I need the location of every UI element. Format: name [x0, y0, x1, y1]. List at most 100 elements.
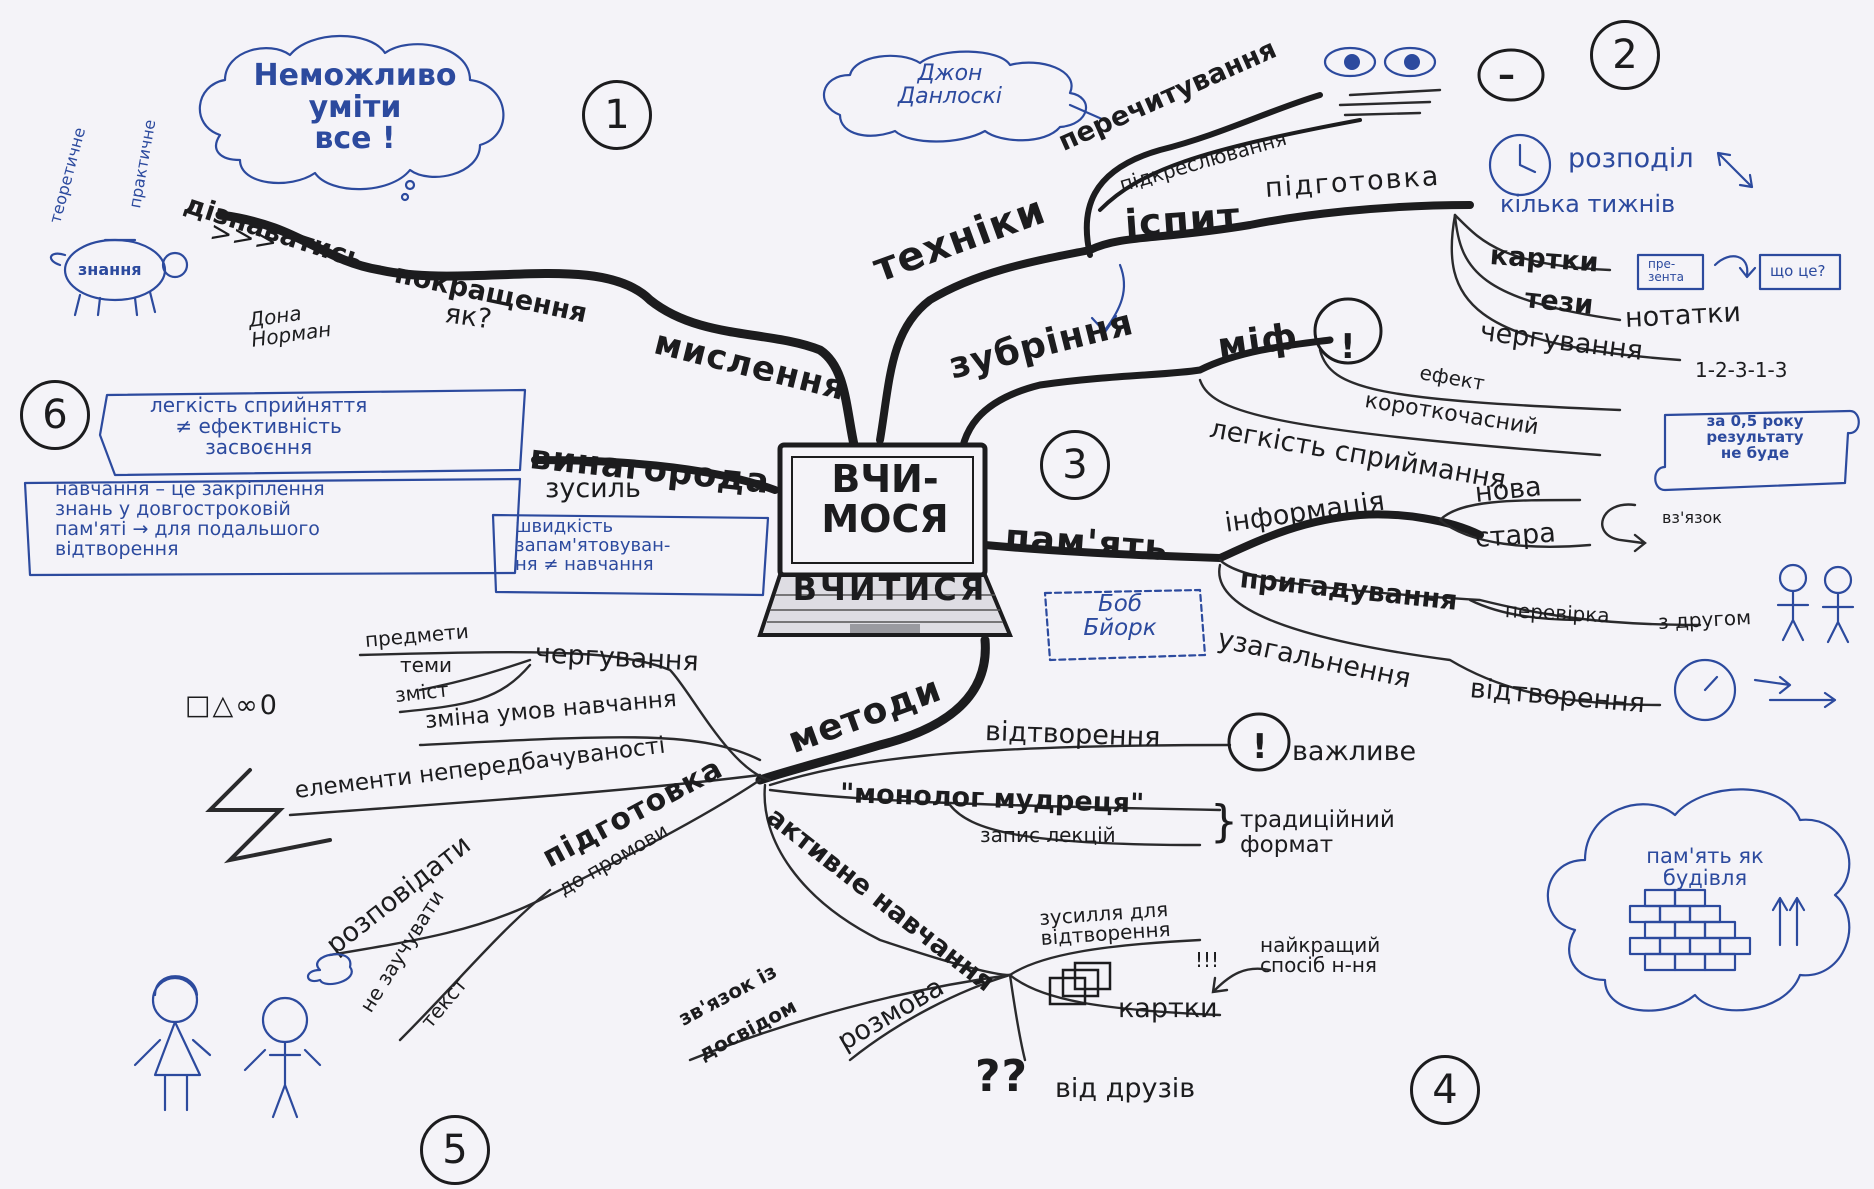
sub-prep-alternation [1450, 213, 1682, 362]
label-sequence: 1-2-3-1-3 [1695, 358, 1788, 382]
label-link: вз'язок [1662, 508, 1722, 527]
label-distribution: розподіл [1568, 143, 1694, 174]
label-scroll-note: за 0,5 року результату не буде [1706, 412, 1804, 462]
section-number-5: 5 [420, 1115, 490, 1185]
cloud-bottom-right-shape [1546, 788, 1851, 1012]
flashcards-icon [1636, 253, 1842, 291]
label-friends: від друзів [1055, 1073, 1196, 1104]
piggy-bank-icon [49, 238, 189, 317]
sub-prep-theses [1453, 213, 1622, 322]
cards-stack-icon [1048, 961, 1112, 1006]
sub-friends [1008, 973, 1027, 1062]
label-topics: теми [400, 653, 453, 677]
label-reproduction: відтворення [984, 716, 1161, 754]
label-how: як? [442, 298, 494, 336]
important-circle-icon [1227, 712, 1291, 772]
clock-icon [1488, 133, 1552, 197]
label-lecture: запис лекцій [980, 823, 1116, 847]
sub-myth-effect [1318, 348, 1622, 412]
label-important: важливе [1292, 736, 1417, 767]
loop-arrow-icon [1601, 503, 1647, 553]
label-minus: – [1498, 55, 1516, 95]
branch-underline [1098, 118, 1362, 212]
center-title-line2: МОСЯ [821, 496, 949, 541]
diagonal-arrow-icon [1716, 151, 1754, 189]
sub-generalize [1218, 563, 1662, 707]
label-card-back: що це? [1770, 262, 1826, 280]
sub-recall [1218, 558, 1702, 627]
center-title: ВЧИ- МОСЯ [790, 457, 980, 541]
cloud-top-center-shape [822, 50, 1110, 143]
scroll-note-icon [1654, 409, 1860, 492]
cloud-bottom-right-text: пам'ять як будівля [1646, 844, 1764, 891]
sub-info-new [1438, 498, 1582, 522]
label-theses: тези [1523, 283, 1595, 322]
sub-content [398, 663, 532, 714]
curved-arrow-icon [1211, 967, 1272, 994]
sub-monologue [768, 788, 1222, 812]
label-active-cards: картки [1118, 993, 1218, 1024]
label-new: нова [1473, 471, 1543, 509]
sub-unpredictable [288, 773, 762, 817]
laptop-icon [757, 442, 1013, 637]
branch-methods [755, 635, 990, 785]
sub-check [1468, 598, 1582, 622]
arrow-techniques-cramming-head [1090, 314, 1118, 334]
note-ease-vs-efficiency: легкість сприйняття ≠ ефективність засво… [150, 393, 368, 459]
sub-topics [418, 658, 532, 692]
label-cards: картки [1488, 240, 1600, 279]
section-number-3: 3 [1040, 430, 1110, 500]
branch-reward [531, 456, 779, 494]
label-important-exclaim: ! [1252, 727, 1269, 767]
label-with-friend: з другом [1657, 605, 1752, 634]
sub-conditions [418, 736, 762, 762]
label-card-front: пре- зента [1648, 257, 1684, 284]
note-speed-vs-learning: швидкість запам'ятовуван- ня ≠ навчання [515, 516, 671, 575]
author-box-bjork [1043, 588, 1207, 662]
note-box-1 [98, 388, 527, 477]
cloud-top-center-text: Джон Данлоскі [897, 61, 1003, 110]
label-effort: зусиль [545, 473, 641, 504]
label-question-marks: ?? [975, 1051, 1029, 1102]
label-effort-recall: зусилля для відтворення [1038, 897, 1172, 950]
label-weeks: кілька тижнів [1500, 190, 1676, 218]
sub-memorize [398, 888, 552, 1042]
label-best-way: найкращий спосіб н-ня [1260, 933, 1381, 977]
branch-cramming [956, 336, 1334, 474]
label-author-norman: Дона Норман [246, 300, 333, 352]
branch-thinking [215, 210, 865, 475]
label-piggy: знання [78, 260, 142, 279]
cloud-top-left-text: Неможливо уміти все ! [253, 58, 457, 156]
sub-lecture [948, 803, 1202, 847]
section-number-2: 2 [1590, 20, 1660, 90]
sub-prep-cards [1453, 213, 1612, 272]
brace: } [1210, 796, 1238, 847]
note-box-2 [23, 477, 522, 577]
center-title-line1: ВЧИ- [831, 457, 939, 501]
sub-active [763, 783, 1012, 977]
note-learning-definition: навчання – це закріплення знань у довгос… [55, 478, 325, 560]
label-triple-exclaim: !!! [1195, 948, 1220, 972]
sub-active-cards [1008, 973, 1222, 1017]
stopwatch-icon [1673, 658, 1837, 722]
label-old: стара [1473, 517, 1557, 554]
center-base-text: ВЧИТИСЯ [792, 570, 988, 608]
section-number-4: 4 [1410, 1055, 1480, 1125]
talking-people-icon [133, 953, 353, 1119]
label-notes: нотатки [1624, 296, 1742, 334]
note-box-3 [491, 513, 770, 597]
label-myth-exclaim: ! [1340, 327, 1357, 367]
label-traditional: традиційний формат [1240, 807, 1395, 859]
cloud-top-left-shape [198, 34, 505, 202]
sub-experience [688, 973, 1012, 1062]
sub-conversation [848, 973, 1012, 1062]
label-method-alternation: чергування [534, 638, 700, 678]
label-shapes: □△∞0 [185, 690, 279, 721]
sub-info-old [1438, 518, 1592, 548]
branch-memory [981, 510, 1484, 562]
label-exam: іспит [1123, 193, 1242, 246]
sub-speech [328, 778, 762, 957]
sub-reproduction [768, 743, 1232, 787]
